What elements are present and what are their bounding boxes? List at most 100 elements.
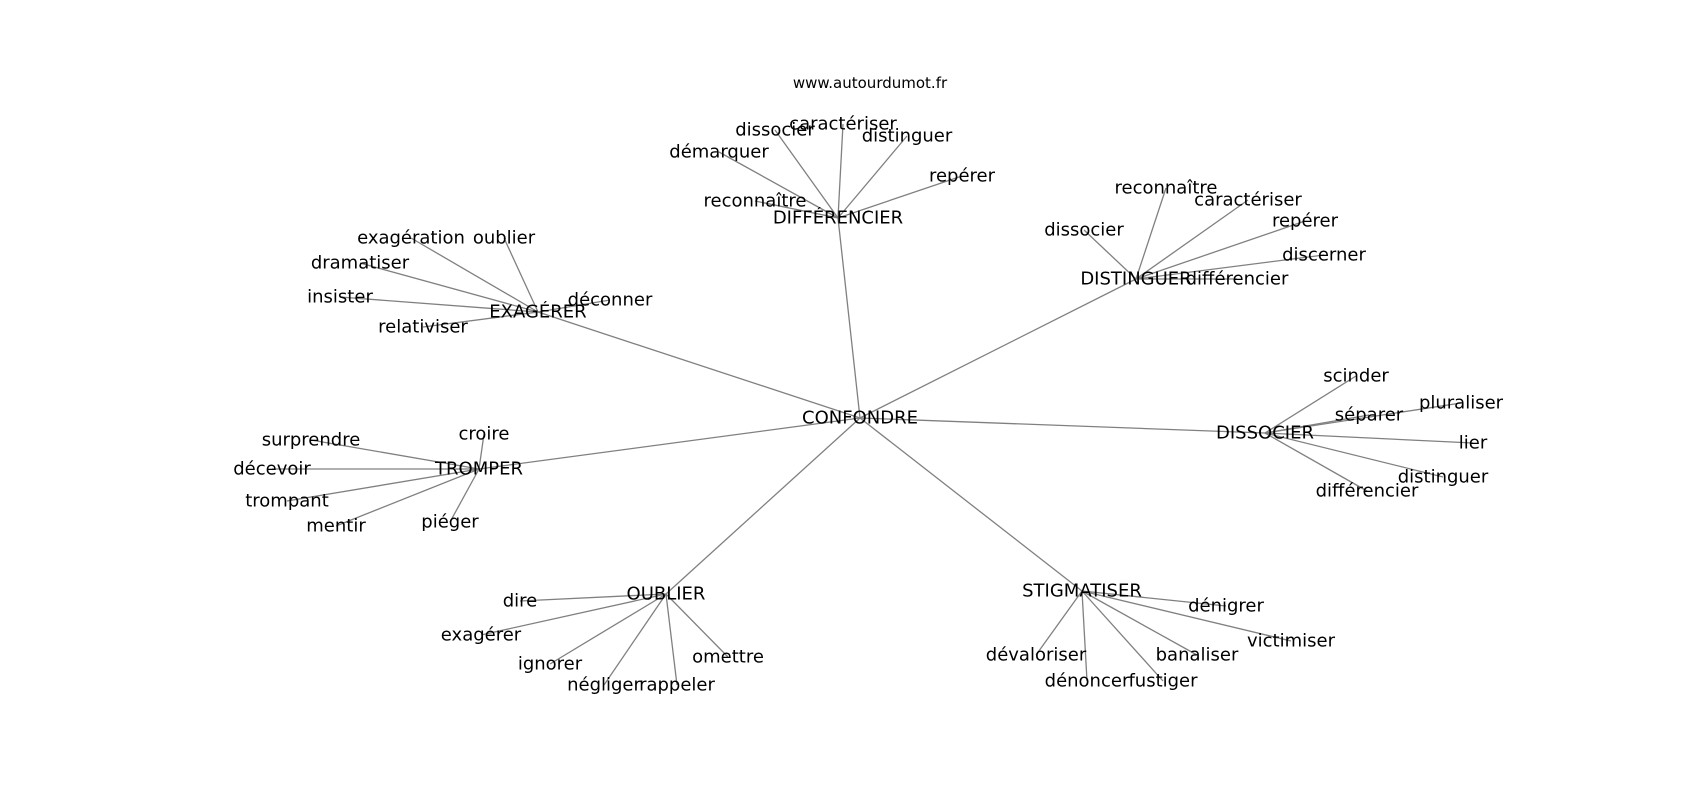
edge-center-differencier [837, 217, 861, 419]
edge-stigmatiser-denigrer [1081, 590, 1227, 607]
edge-oublier-rappeler [665, 593, 678, 686]
edge-exagerer-deconner [537, 299, 611, 313]
leaf-node-oublier-dire[interactable]: dire [503, 591, 538, 612]
edge-center-distinguer [859, 278, 1137, 419]
edge-differencier-reconnaitre [754, 200, 839, 219]
leaf-node-stigmatiser-victimiser[interactable]: victimiser [1247, 631, 1336, 652]
leaf-node-exagerer-dramatiser[interactable]: dramatiser [311, 253, 410, 274]
leaf-node-dissocier-lier[interactable]: lier [1459, 433, 1488, 454]
edge-tromper-mentir [335, 468, 480, 527]
edge-dissocier-distinguer [1264, 432, 1444, 478]
leaf-node-tromper-surprendre[interactable]: surprendre [262, 430, 361, 451]
edge-center-dissocier [859, 417, 1266, 434]
edge-differencier-dissocier [774, 129, 839, 219]
leaf-node-oublier-omettre[interactable]: omettre [692, 647, 764, 668]
edge-dissocier-pluraliser [1264, 402, 1462, 434]
hub-node-differencier[interactable]: DIFFÉRENCIER [773, 207, 903, 229]
leaf-node-differencier-caracteriser[interactable]: caractériser [789, 114, 897, 135]
edge-distinguer-reconnaitre [1135, 187, 1167, 280]
leaf-node-exagerer-exageration[interactable]: exagération [357, 228, 465, 249]
edge-oublier-omettre [665, 593, 729, 658]
leaf-node-distinguer-differencier[interactable]: différencier [1186, 269, 1289, 290]
leaf-node-dissocier-scinder[interactable]: scinder [1323, 366, 1389, 387]
leaf-node-stigmatiser-fustiger[interactable]: fustiger [1128, 671, 1198, 692]
leaf-node-stigmatiser-denoncer[interactable]: dénoncer [1045, 671, 1130, 692]
edge-tromper-surprendre [310, 439, 480, 470]
leaf-node-distinguer-caracteriser[interactable]: caractériser [1194, 190, 1302, 211]
graph-labels: CONFONDREDIFFÉRENCIERdissociercaractéris… [233, 114, 1503, 696]
edge-oublier-dire [519, 593, 667, 602]
edge-center-tromper [478, 417, 861, 470]
leaf-node-oublier-ignorer[interactable]: ignorer [518, 654, 583, 675]
edge-stigmatiser-fustiger [1081, 590, 1164, 682]
leaf-node-dissocier-distinguer[interactable]: distinguer [1398, 467, 1489, 488]
edge-center-exagerer [537, 311, 861, 419]
leaf-node-dissocier-pluraliser[interactable]: pluraliser [1419, 393, 1504, 414]
edge-exagerer-oublier [503, 237, 539, 313]
edge-center-stigmatiser [859, 417, 1083, 592]
edge-stigmatiser-devaloriser [1035, 590, 1083, 656]
leaf-node-dissocier-separer[interactable]: séparer [1335, 405, 1404, 426]
center-node-confondre[interactable]: CONFONDRE [802, 408, 918, 429]
edge-stigmatiser-banaliser [1081, 590, 1198, 656]
edge-tromper-pieger [449, 468, 480, 523]
leaf-node-tromper-decevoir[interactable]: décevoir [233, 459, 311, 480]
leaf-node-exagerer-insister[interactable]: insister [307, 287, 373, 308]
leaf-node-oublier-negliger[interactable]: négliger [567, 675, 641, 696]
edge-differencier-caracteriser [837, 123, 844, 219]
hub-node-stigmatiser[interactable]: STIGMATISER [1022, 581, 1142, 602]
hub-node-tromper[interactable]: TROMPER [434, 459, 523, 480]
hub-node-dissocier[interactable]: DISSOCIER [1216, 423, 1314, 444]
hub-node-oublier[interactable]: OUBLIER [627, 584, 706, 605]
edge-center-oublier [665, 417, 861, 595]
leaf-node-distinguer-reperer[interactable]: repérer [1272, 211, 1339, 232]
edge-distinguer-reperer [1135, 220, 1306, 280]
leaf-node-oublier-exagerer[interactable]: exagérer [441, 625, 522, 646]
leaf-node-tromper-croire[interactable]: croire [459, 424, 510, 445]
hub-node-distinguer[interactable]: DISTINGUER [1080, 269, 1191, 290]
hub-node-exagerer[interactable]: EXAGÉRER [489, 301, 586, 323]
edge-tromper-trompant [286, 468, 480, 502]
edge-exagerer-relativiser [422, 311, 539, 328]
edge-exagerer-exageration [410, 237, 539, 313]
edge-stigmatiser-victimiser [1081, 590, 1292, 642]
leaf-node-exagerer-deconner[interactable]: déconner [568, 290, 653, 311]
leaf-node-stigmatiser-denigrer[interactable]: dénigrer [1188, 596, 1264, 617]
leaf-node-distinguer-discerner[interactable]: discerner [1282, 245, 1366, 266]
leaf-node-tromper-pieger[interactable]: piéger [421, 512, 479, 533]
edge-dissocier-differencier [1264, 432, 1368, 492]
edge-tromper-croire [478, 433, 485, 470]
edge-exagerer-insister [339, 296, 539, 313]
leaf-node-exagerer-relativiser[interactable]: relativiser [378, 317, 468, 338]
edge-dissocier-scinder [1264, 375, 1357, 434]
leaf-node-stigmatiser-banaliser[interactable]: banaliser [1156, 645, 1239, 666]
edge-distinguer-caracteriser [1135, 199, 1249, 280]
leaf-node-differencier-reconnaitre[interactable]: reconnaître [704, 191, 807, 212]
watermark-text: www.autourdumot.fr [793, 74, 948, 92]
leaf-node-oublier-rappeler[interactable]: rappeler [639, 675, 715, 696]
edge-dissocier-lier [1264, 432, 1474, 444]
graph-edges [272, 123, 1474, 686]
leaf-node-exagerer-oublier[interactable]: oublier [473, 228, 536, 249]
leaf-node-stigmatiser-devaloriser[interactable]: dévaloriser [986, 645, 1087, 666]
edge-differencier-demarquer [718, 151, 839, 219]
leaf-node-tromper-trompant[interactable]: trompant [245, 491, 329, 512]
edge-oublier-ignorer [549, 593, 667, 665]
leaf-node-dissocier-differencier[interactable]: différencier [1316, 481, 1419, 502]
edge-stigmatiser-denoncer [1081, 590, 1088, 682]
leaf-node-differencier-distinguer[interactable]: distinguer [862, 126, 953, 147]
edge-distinguer-dissocier [1083, 229, 1137, 280]
leaf-node-distinguer-reconnaitre[interactable]: reconnaître [1115, 178, 1218, 199]
leaf-node-distinguer-dissocier[interactable]: dissocier [1044, 220, 1124, 241]
edge-oublier-negliger [603, 593, 667, 686]
leaf-node-differencier-demarquer[interactable]: démarquer [669, 142, 769, 163]
edge-differencier-reperer [837, 175, 963, 219]
edge-differencier-distinguer [837, 135, 908, 219]
leaf-node-differencier-reperer[interactable]: repérer [929, 166, 996, 187]
leaf-node-tromper-mentir[interactable]: mentir [306, 516, 366, 537]
edge-exagerer-dramatiser [359, 262, 539, 313]
leaf-node-differencier-dissocier[interactable]: dissocier [735, 120, 815, 141]
edge-distinguer-discerner [1135, 254, 1325, 280]
edge-oublier-exagerer [480, 593, 667, 636]
